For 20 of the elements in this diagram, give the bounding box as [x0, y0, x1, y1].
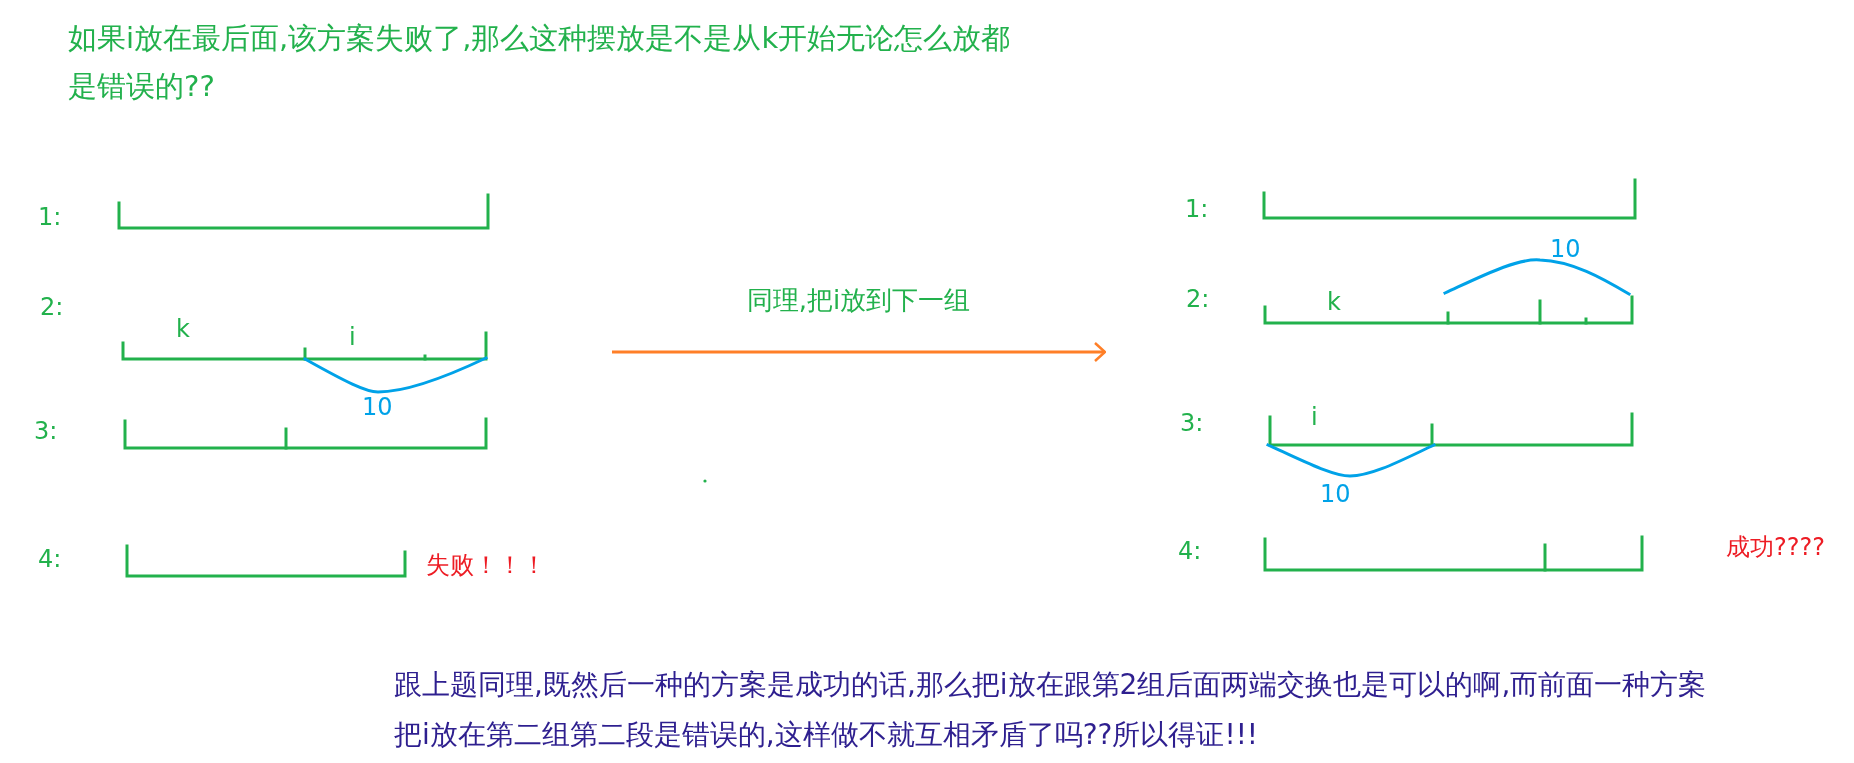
- item-letter: i: [1311, 404, 1318, 432]
- row-number: 3:: [1180, 410, 1204, 438]
- question-text: 如果i放在最后面,该方案失败了,那么这种摆放是不是从k开始无论怎么放都是错误的??: [68, 20, 1012, 105]
- row-number: 4:: [38, 546, 62, 574]
- size-number: 10: [362, 394, 393, 422]
- conclusion-text: 跟上题同理,既然后一种的方案是成功的话,那么把i放在跟第2组后面两端交换也是可以的啊,而前面一种方案把i放在第二组第二段是错误的,这样做不就互相矛盾了吗??所以得证!!!: [394, 667, 1708, 753]
- row-number: 2:: [1186, 286, 1210, 314]
- row-number: 1:: [1185, 196, 1209, 224]
- result-text: 失败！！！: [426, 552, 546, 580]
- item-letter: k: [1327, 289, 1341, 317]
- bins-drawing: [1262, 178, 1644, 572]
- item-letter: k: [176, 316, 190, 344]
- row-number: 2:: [40, 294, 64, 322]
- row-number: 3:: [34, 418, 58, 446]
- size-number: 10: [1550, 236, 1581, 264]
- row-number: 4:: [1178, 538, 1202, 566]
- result-text: 成功????: [1726, 534, 1825, 562]
- size-number: 10: [1320, 481, 1351, 509]
- item-letter: i: [349, 324, 356, 352]
- row-number: 1:: [38, 204, 62, 232]
